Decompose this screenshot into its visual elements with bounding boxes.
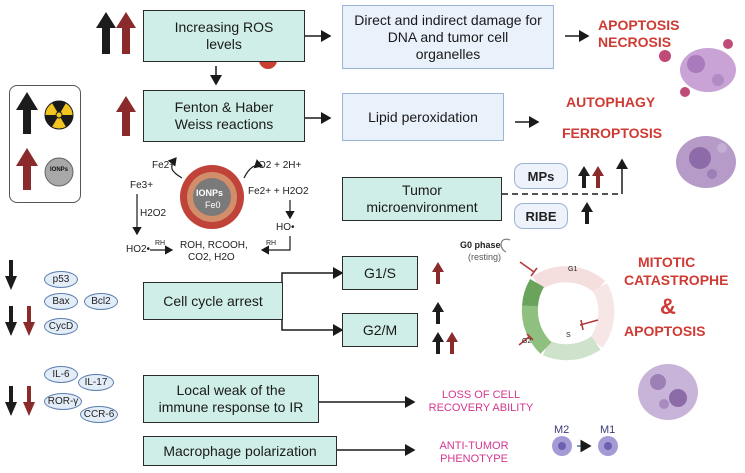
box-ros: Increasing ROS levels xyxy=(143,10,305,62)
chem-products-2: CO2, H2O xyxy=(188,252,235,263)
marker-p53: p53 xyxy=(44,271,78,288)
fenton-up-arrow-red-icon xyxy=(116,96,136,136)
g0-loop-icon xyxy=(500,238,511,253)
autophagic-cell-icon xyxy=(676,136,736,188)
outcome-loss-recovery: LOSS OF CELL RECOVERY ABILITY xyxy=(428,389,534,414)
marker-il6: IL-6 xyxy=(44,366,78,383)
ionps-core-fe: Fe0 xyxy=(205,200,221,210)
tme-arrows xyxy=(578,166,604,224)
up-arrow-red-icon xyxy=(116,12,136,54)
cycle-s-label: S xyxy=(566,332,571,339)
box-lipid-peroxidation: Lipid peroxidation xyxy=(342,93,504,141)
ros-up-arrows xyxy=(96,12,136,136)
cycle-m-label: M xyxy=(502,312,508,319)
cycle-g0-label: G0 phase xyxy=(460,240,501,250)
chem-h2o2-left: H2O2 xyxy=(140,208,167,219)
cycle-g0-sub: (resting) xyxy=(468,252,502,262)
arrow-ccarrest-to-g2m xyxy=(281,305,344,336)
cell-cycle-ring xyxy=(521,266,615,361)
chem-fe2-right: Fe2+ + H2O2 xyxy=(248,186,309,197)
radiation-icon xyxy=(44,100,74,130)
box-cell-cycle-arrest: Cell cycle arrest xyxy=(143,282,283,320)
pill-ribe: RIBE xyxy=(514,203,568,229)
outcome-antitumor: ANTI-TUMOR PHENOTYPE xyxy=(439,440,509,465)
chem-rh-left: RH xyxy=(155,240,166,247)
box-fenton: Fenton & Haber Weiss reactions xyxy=(143,90,305,142)
legend-box xyxy=(9,85,81,203)
marker-down-arrows xyxy=(5,260,35,416)
legend-arrows xyxy=(16,92,74,190)
marker-bcl2: Bcl2 xyxy=(84,293,118,310)
outcome-autophagy: AUTOPHAGY xyxy=(566,94,656,110)
phase-arrows xyxy=(432,262,458,354)
chem-products-1: ROH, RCOOH, xyxy=(180,240,248,251)
box-dna-damage: Direct and indirect damage for DNA and t… xyxy=(342,5,554,69)
flow-arrows xyxy=(210,30,628,456)
legend-up-dark-icon xyxy=(16,92,38,134)
apoptotic-cell-icon xyxy=(659,39,736,97)
outcome-apoptosis-2: APOPTOSIS xyxy=(624,323,706,339)
macrophage-m1-label: M1 xyxy=(600,424,616,436)
marker-il17: IL-17 xyxy=(78,374,114,391)
box-macrophage: Macrophage polarization xyxy=(143,436,337,466)
up-arrow-dark-icon xyxy=(96,12,116,54)
marker-rory: ROR-γ xyxy=(44,393,82,410)
arrow-ccarrest-to-g1s xyxy=(281,267,344,298)
outcome-apoptosis-1: APOPTOSIS xyxy=(598,17,680,33)
macrophage-icons xyxy=(552,436,618,456)
marker-ccr6: CCR-6 xyxy=(80,406,118,423)
ionps-particle xyxy=(180,165,244,229)
chem-fe3: Fe3+ xyxy=(130,180,154,191)
cycle-g2-label: G2 xyxy=(522,338,532,345)
chem-rh-right: RH xyxy=(266,240,277,247)
box-g2m: G2/M xyxy=(342,313,418,347)
outcome-mitotic: MITOTIC xyxy=(638,254,696,270)
ionps-core-label: IONPs xyxy=(196,188,224,198)
outcome-ferroptosis: FERROPTOSIS xyxy=(562,125,663,141)
outcome-ampersand: & xyxy=(660,294,676,319)
mitotic-cell-icon xyxy=(638,364,698,420)
marker-bax: Bax xyxy=(44,293,78,310)
macrophage-m2-label: M2 xyxy=(554,424,570,436)
cycle-g1-label: G1 xyxy=(568,266,578,273)
legend-ionps-label: IONPs xyxy=(49,167,68,173)
chem-ho: HO• xyxy=(276,222,295,233)
cycle-inhibitors xyxy=(518,261,599,346)
ionps-sphere-icon xyxy=(44,157,74,187)
chem-ho2: HO2• xyxy=(126,244,151,255)
outcome-necrosis: NECROSIS xyxy=(598,34,672,50)
outcome-catastrophe: CATASTROPHE xyxy=(624,272,729,288)
box-immune: Local weak of the immune response to IR xyxy=(143,375,319,423)
chem-o2: O2 + 2H+ xyxy=(258,160,302,171)
legend-up-red-icon xyxy=(16,148,38,190)
box-tme: Tumor microenvironment xyxy=(342,177,502,221)
chem-fe2-top: Fe2+ xyxy=(152,160,176,171)
pill-mps: MPs xyxy=(514,163,568,189)
chem-arrows xyxy=(132,157,295,255)
box-g1s: G1/S xyxy=(342,256,418,290)
marker-cycd: CycD xyxy=(44,318,78,335)
